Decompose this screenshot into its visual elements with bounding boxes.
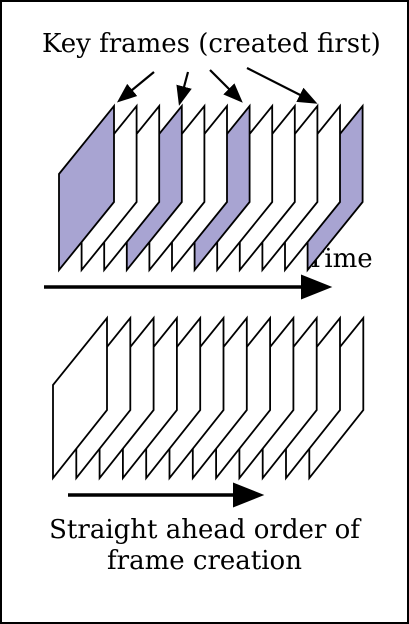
straight-ahead-sequence	[52, 315, 365, 481]
pointer-arrow-1	[116, 71, 155, 103]
caption-line-1: Straight ahead order of	[49, 515, 360, 545]
frame-key-1	[58, 103, 115, 273]
pointer-arrow-3	[209, 69, 243, 103]
caption-line-2: frame creation	[107, 546, 302, 577]
key-frames-label: Key frames (created first)	[42, 29, 381, 59]
pointer-arrow-2	[176, 71, 192, 106]
frame-straight-1	[52, 315, 108, 481]
caption: Straight ahead order of frame creation	[2, 515, 407, 577]
key-frame-sequence	[58, 103, 364, 273]
pointer-arrow-4	[246, 67, 318, 104]
